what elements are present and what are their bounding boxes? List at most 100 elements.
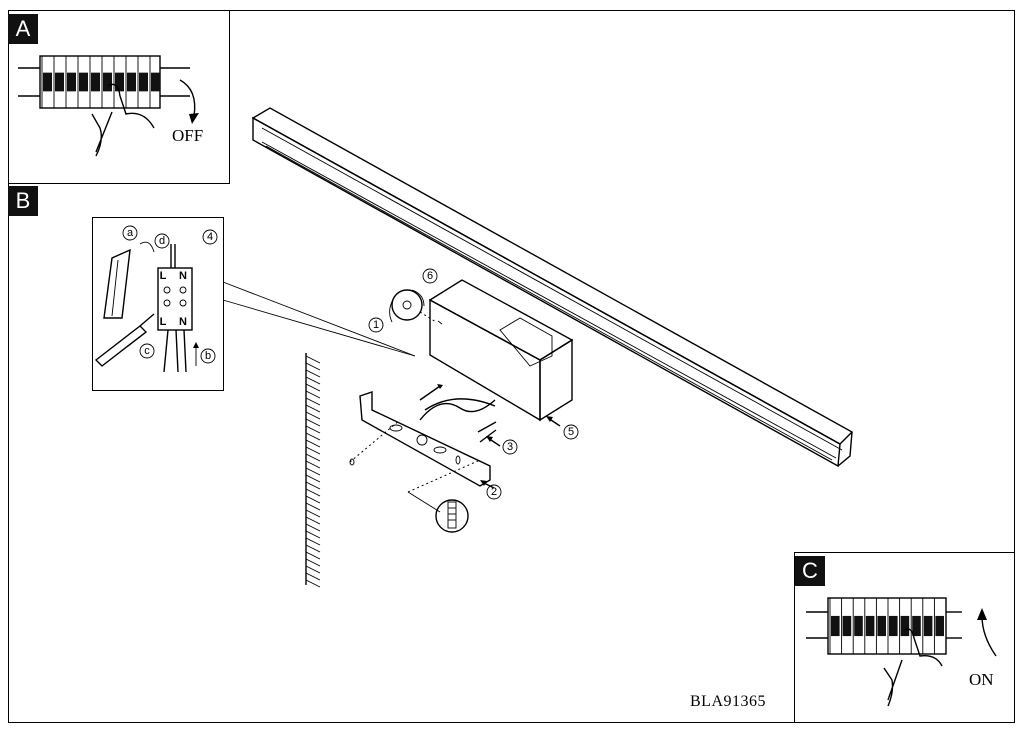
step-arrows xyxy=(480,416,561,489)
wall-hatch-line xyxy=(305,488,321,497)
breaker-toggle xyxy=(854,615,863,637)
wall-hatch-line xyxy=(305,390,321,399)
breaker-toggle xyxy=(91,72,100,92)
terminal-l-label-bottom: L xyxy=(160,316,167,328)
wall-hatch-line xyxy=(305,544,321,553)
product-code: BLA91365 xyxy=(690,693,766,710)
zoom-line-bottom xyxy=(222,299,416,357)
wall-hatch-line xyxy=(305,362,321,371)
wall-hatch-line xyxy=(305,418,321,427)
step-4-marker: 4 xyxy=(202,229,218,245)
breaker-toggle xyxy=(935,615,944,637)
breaker-toggle xyxy=(889,615,898,637)
breaker-panel-c xyxy=(806,597,962,655)
terminal-cover xyxy=(103,248,131,319)
wall-hatch-line xyxy=(305,565,321,574)
wall-hatch-line xyxy=(305,481,321,490)
step-6-marker: 6 xyxy=(422,268,438,284)
wall-hatch-line xyxy=(305,453,321,462)
rotate-arrow-down xyxy=(179,79,196,117)
wall-hatch-line xyxy=(305,376,321,385)
hand-c xyxy=(883,628,943,707)
wall-hatch-line xyxy=(305,383,321,392)
hand-a xyxy=(91,83,155,157)
state-off-label: OFF xyxy=(172,126,204,145)
wall-hatch-line xyxy=(305,397,321,406)
end-cap xyxy=(389,289,437,323)
wall-hatch-line xyxy=(305,523,321,532)
wall-hatch-line xyxy=(305,355,321,364)
breaker-toggle xyxy=(842,615,852,637)
substep-a-marker: a xyxy=(122,225,138,241)
breaker-panel-a xyxy=(18,55,190,109)
wall-hatch-line xyxy=(305,572,321,581)
breaker-toggle xyxy=(923,615,933,637)
wall-plug-detail xyxy=(407,491,469,533)
light-bar xyxy=(251,107,854,468)
terminal-l-label: L xyxy=(160,270,167,282)
wall-hatch-line xyxy=(305,516,321,525)
wall-hatch-line xyxy=(305,369,321,378)
supply-cable xyxy=(419,398,496,421)
panel-b-tag: B xyxy=(8,186,38,216)
substep-b-label: b xyxy=(205,350,211,362)
step-1-marker: 1 xyxy=(368,317,384,333)
breaker-toggle xyxy=(151,72,160,92)
terminal-n-label-bottom: N xyxy=(179,316,187,328)
breaker-toggle xyxy=(55,72,64,92)
zoom-line-top xyxy=(222,281,416,357)
breaker-toggle xyxy=(127,72,136,92)
panel-c-switch-on xyxy=(794,552,1015,723)
terminal-block xyxy=(157,244,193,373)
wall-hatch-line xyxy=(305,537,321,546)
panel-c-tag: C xyxy=(795,556,825,586)
screws xyxy=(349,384,497,493)
wall-hatch-line xyxy=(305,579,321,588)
breaker-toggle xyxy=(139,72,148,92)
wall-hatch-line xyxy=(305,502,321,511)
step-3-label: 3 xyxy=(507,441,513,453)
breaker-toggle xyxy=(67,72,76,92)
step-2-label: 2 xyxy=(491,486,497,498)
wall-hatch-line xyxy=(305,467,321,476)
step-4-label: 4 xyxy=(207,231,213,243)
breaker-toggle xyxy=(115,72,124,92)
breaker-toggle xyxy=(43,72,52,92)
step-1-label: 1 xyxy=(373,319,379,331)
wall-hatch-line xyxy=(305,439,321,448)
wall-hatch-line xyxy=(305,551,321,560)
breaker-toggle xyxy=(831,615,840,637)
wall-hatch-line xyxy=(305,432,321,441)
substep-c-marker: c xyxy=(139,343,155,359)
substep-c-label: c xyxy=(144,345,150,357)
wall-hatch-line xyxy=(305,460,321,469)
wall-hatch-line xyxy=(305,411,321,420)
step-5-label: 5 xyxy=(568,426,574,438)
mounting-box xyxy=(428,279,574,422)
wall-bracket xyxy=(359,391,491,487)
wall-hatch-line xyxy=(305,425,321,434)
step-6-label: 6 xyxy=(427,270,433,282)
arrow-a xyxy=(139,241,155,253)
breaker-toggle xyxy=(865,615,875,637)
breaker-toggle xyxy=(103,72,112,92)
substep-d-marker: d xyxy=(154,233,170,249)
state-on-label: ON xyxy=(969,670,994,689)
breaker-toggle xyxy=(79,72,88,92)
wall xyxy=(305,353,321,588)
step-5-marker: 5 xyxy=(563,424,579,440)
rotate-arrow-up xyxy=(981,615,997,657)
breaker-toggle xyxy=(912,615,921,637)
substep-b-marker: b xyxy=(200,348,216,364)
wall-hatch-line xyxy=(305,404,321,413)
wall-hatch-line xyxy=(305,530,321,539)
wall-hatch-line xyxy=(305,474,321,483)
step-2-marker: 2 xyxy=(486,484,502,500)
wall-hatch-line xyxy=(305,558,321,567)
substep-d-label: d xyxy=(159,235,165,247)
